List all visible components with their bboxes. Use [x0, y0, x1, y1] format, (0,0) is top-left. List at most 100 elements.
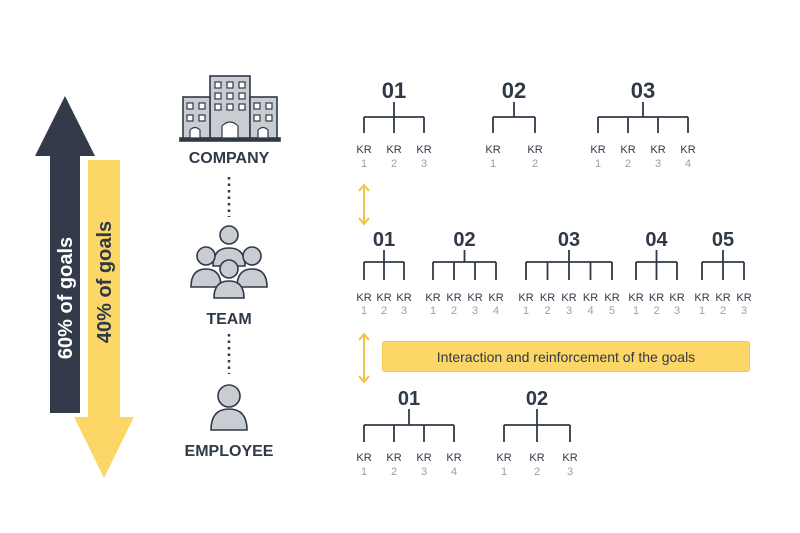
objective-number: 02: [502, 78, 526, 103]
kr-number: 2: [451, 305, 457, 317]
kr-number: 3: [655, 158, 661, 170]
kr-number: 2: [532, 158, 538, 170]
kr-number: 3: [421, 466, 427, 478]
objective-number: 02: [526, 388, 548, 410]
group-icon: [190, 225, 268, 299]
kr-label: KR: [386, 452, 401, 464]
kr-label: KR: [425, 292, 440, 304]
objective-number: 01: [373, 229, 395, 251]
kr-label: KR: [590, 144, 605, 156]
kr-label: KR: [527, 144, 542, 156]
person-icon: [210, 384, 248, 431]
kr-label: KR: [649, 292, 664, 304]
kr-label: KR: [416, 452, 431, 464]
kr-label: KR: [583, 292, 598, 304]
up-arrow: 60% of goals: [35, 96, 95, 413]
kr-number: 3: [566, 305, 572, 317]
kr-number: 1: [501, 466, 507, 478]
kr-number: 2: [720, 305, 726, 317]
kr-number: 3: [741, 305, 747, 317]
kr-label: KR: [561, 292, 576, 304]
kr-number: 2: [625, 158, 631, 170]
kr-label: KR: [650, 144, 665, 156]
objective-number: 01: [382, 78, 406, 103]
kr-number: 5: [609, 305, 615, 317]
kr-number: 1: [361, 305, 367, 317]
kr-label: KR: [376, 292, 391, 304]
objective-number: 05: [712, 229, 734, 251]
level-label-team: TEAM: [206, 311, 252, 328]
double-arrow-icon: [358, 332, 370, 384]
kr-number: 3: [567, 466, 573, 478]
kr-number: 1: [699, 305, 705, 317]
kr-label: KR: [669, 292, 684, 304]
kr-number: 1: [523, 305, 529, 317]
kr-number: 3: [401, 305, 407, 317]
interaction-banner: Interaction and reinforcement of the goa…: [382, 341, 750, 372]
kr-number: 3: [421, 158, 427, 170]
kr-label: KR: [736, 292, 751, 304]
kr-number: 2: [391, 466, 397, 478]
kr-label: KR: [396, 292, 411, 304]
kr-number: 1: [361, 466, 367, 478]
level-label-company: COMPANY: [188, 150, 270, 167]
kr-label: KR: [356, 144, 371, 156]
kr-label: KR: [446, 452, 461, 464]
objective-number: 03: [558, 229, 580, 251]
kr-number: 3: [472, 305, 478, 317]
objective-number: 04: [645, 229, 668, 251]
kr-label: KR: [416, 144, 431, 156]
kr-label: KR: [496, 452, 511, 464]
kr-label: KR: [356, 452, 371, 464]
kr-number: 4: [493, 305, 499, 317]
kr-number: 1: [490, 158, 496, 170]
kr-number: 1: [430, 305, 436, 317]
kr-label: KR: [356, 292, 371, 304]
kr-label: KR: [628, 292, 643, 304]
objective-number: 02: [453, 229, 475, 251]
building-icon: [179, 75, 281, 142]
kr-label: KR: [680, 144, 695, 156]
kr-number: 4: [451, 466, 457, 478]
double-arrow-icon: [358, 183, 370, 226]
kr-label: KR: [485, 144, 500, 156]
kr-number: 1: [633, 305, 639, 317]
kr-number: 1: [361, 158, 367, 170]
kr-number: 4: [685, 158, 691, 170]
kr-label: KR: [604, 292, 619, 304]
up-arrow-label: 60% of goals: [55, 237, 77, 359]
kr-number: 2: [381, 305, 387, 317]
kr-label: KR: [518, 292, 533, 304]
kr-label: KR: [446, 292, 461, 304]
kr-label: KR: [467, 292, 482, 304]
kr-label: KR: [694, 292, 709, 304]
kr-label: KR: [529, 452, 544, 464]
kr-label: KR: [562, 452, 577, 464]
kr-number: 3: [674, 305, 680, 317]
kr-label: KR: [620, 144, 635, 156]
level-label-employee: EMPLOYEE: [184, 443, 274, 460]
kr-number: 2: [391, 158, 397, 170]
objective-number: 03: [631, 78, 655, 103]
kr-number: 2: [534, 466, 540, 478]
kr-number: 2: [653, 305, 659, 317]
kr-label: KR: [540, 292, 555, 304]
kr-label: KR: [715, 292, 730, 304]
kr-number: 2: [544, 305, 550, 317]
kr-label: KR: [488, 292, 503, 304]
objective-number: 01: [398, 388, 420, 410]
kr-label: KR: [386, 144, 401, 156]
down-arrow: 40% of goals: [74, 160, 134, 478]
kr-number: 4: [587, 305, 593, 317]
down-arrow-label: 40% of goals: [94, 221, 116, 343]
